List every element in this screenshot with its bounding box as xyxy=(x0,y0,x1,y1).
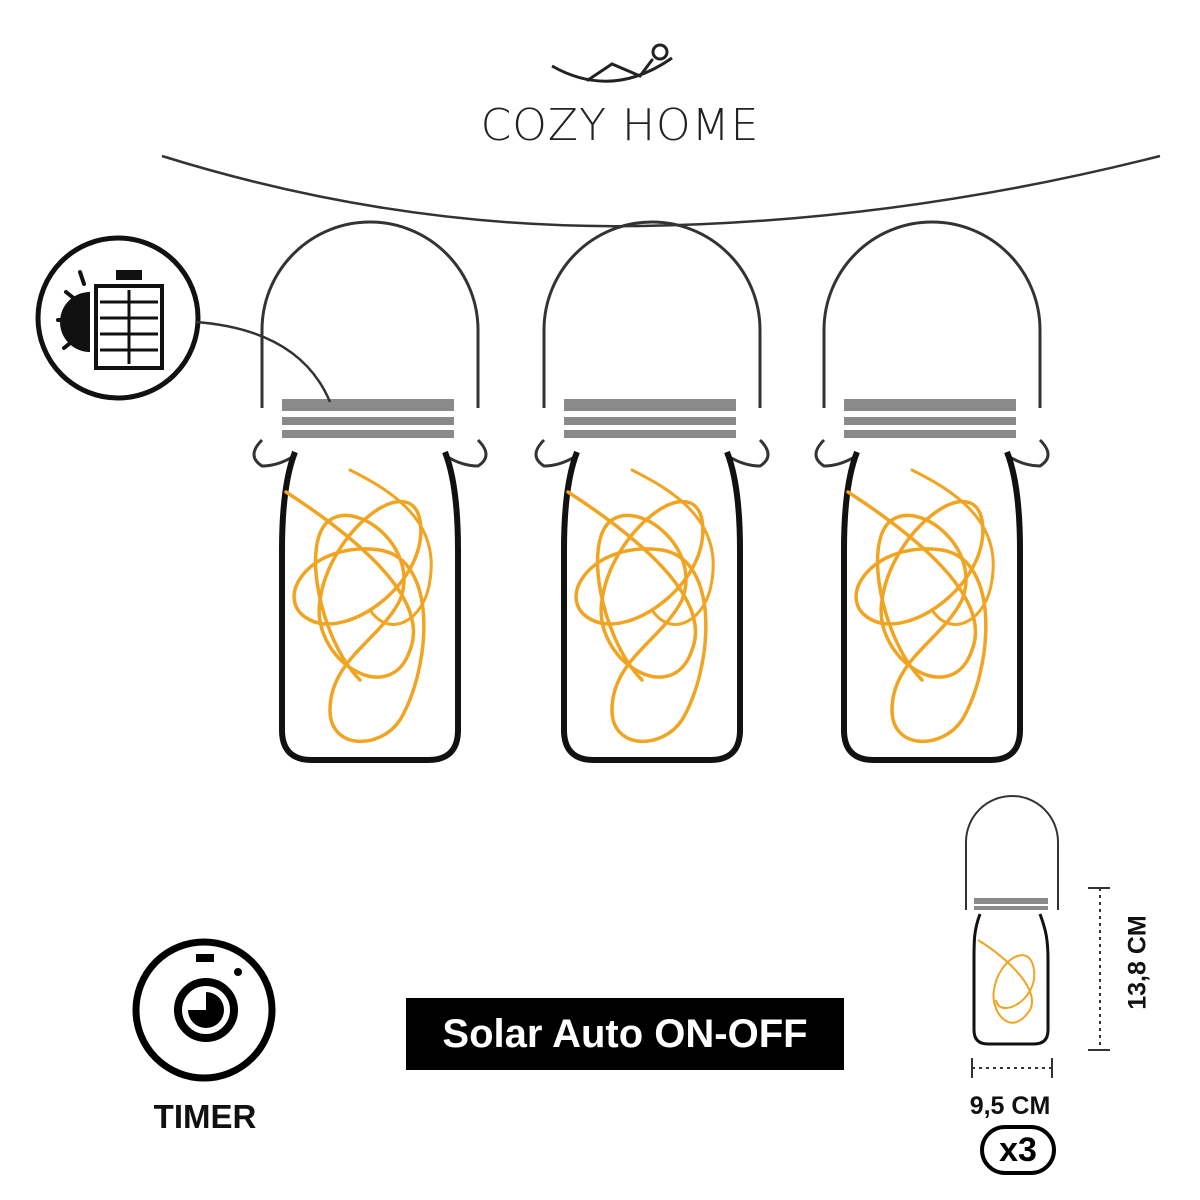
hammock-person-icon xyxy=(551,43,673,83)
quantity-badge: x3 xyxy=(980,1125,1056,1175)
hanging-wire xyxy=(161,154,1161,228)
width-dimension: 9,5 CM xyxy=(969,1092,1051,1120)
height-dimension: 13,8 CM xyxy=(1123,915,1152,1010)
jar-light-2 xyxy=(536,222,768,760)
timer-icon xyxy=(132,938,276,1082)
jar-light-3 xyxy=(816,222,1048,760)
dimension-diagram xyxy=(965,795,1110,1078)
brand-name: COZY HOME xyxy=(480,100,760,151)
jar-light-1 xyxy=(254,222,486,760)
timer-label: TIMER xyxy=(153,1098,257,1135)
solar-panel-icon xyxy=(35,235,332,403)
feature-badge: Solar Auto ON-OFF xyxy=(406,998,844,1070)
